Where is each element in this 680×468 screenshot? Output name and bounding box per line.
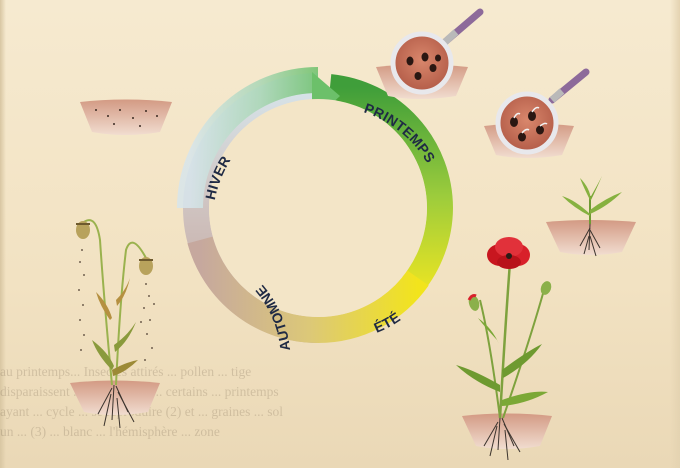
drying-poppy-seedheads [70, 220, 160, 428]
season-cycle-ring [190, 72, 440, 330]
seed-capsule-icon [76, 221, 90, 239]
winter-soil-seeds [80, 100, 172, 136]
poppy-flower-icon [487, 237, 530, 269]
magnifier-seeds-dormant-icon [376, 12, 480, 99]
magnifier-seeds-germinating-icon [484, 72, 586, 158]
ring-inner [209, 99, 427, 317]
seedling-plant [546, 176, 636, 256]
flowering-poppy [456, 237, 553, 460]
seed-capsule-icon [139, 257, 153, 275]
